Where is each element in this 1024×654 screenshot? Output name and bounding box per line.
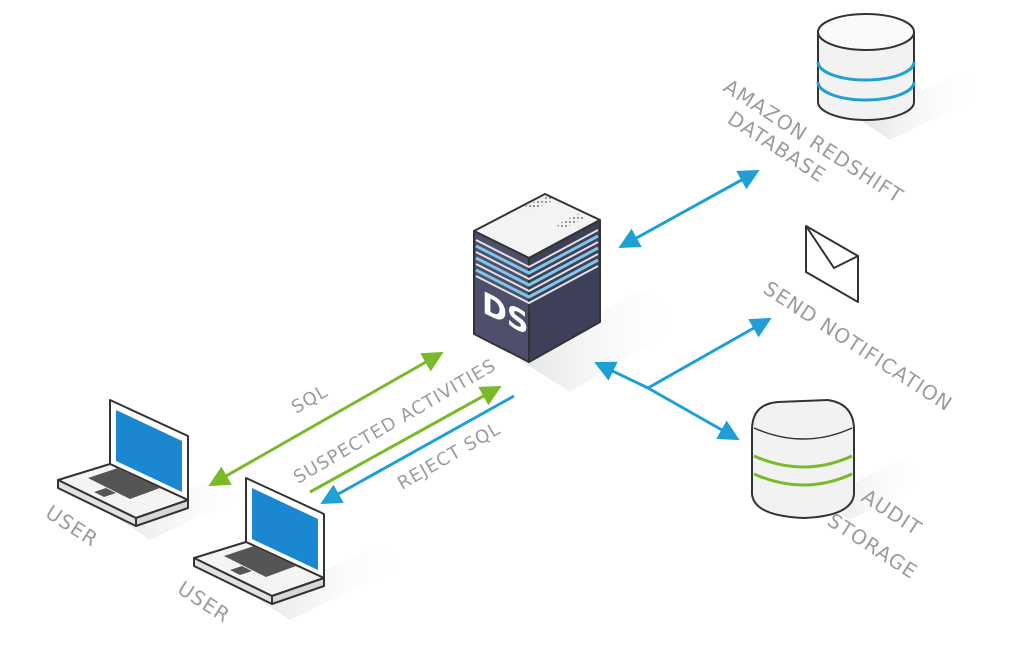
keyboard: [88, 468, 160, 499]
arrow-sql: [208, 351, 444, 487]
laptop-front-base: [193, 541, 325, 605]
arrow-to-notification: [647, 317, 772, 390]
trackpad: [230, 566, 252, 575]
flow-label-reject: REJECT SQL: [394, 418, 504, 494]
arrow-suspected-activities: [309, 385, 502, 494]
arrow-ds-database: [618, 169, 760, 249]
laptop-left-base: [57, 463, 189, 527]
arrow-ds-junction: [594, 361, 649, 390]
arrow-reject-sql: [320, 394, 515, 505]
server-vent-grille: [525, 196, 555, 210]
laptop-left: USER: [41, 399, 260, 552]
trackpad: [94, 488, 116, 497]
database-node: AMAZON REDSHIFT DATABASE: [719, 13, 990, 208]
envelope-icon: [805, 225, 859, 303]
audit-storage-box: [751, 398, 855, 520]
connections: [208, 169, 772, 505]
server-node: DS: [473, 193, 690, 392]
flow-label-sql: SQL: [288, 381, 332, 418]
notification-node: SEND NOTIFICATION: [759, 225, 957, 416]
audit-storage-node: AUDIT STORAGE: [751, 398, 930, 584]
user-front-label: USER: [173, 576, 235, 628]
server-stripes: [475, 234, 599, 299]
user-left-label: USER: [41, 500, 103, 552]
arrow-to-audit: [647, 386, 740, 441]
server-vent-grille: [556, 214, 585, 229]
keyboard: [224, 546, 296, 577]
